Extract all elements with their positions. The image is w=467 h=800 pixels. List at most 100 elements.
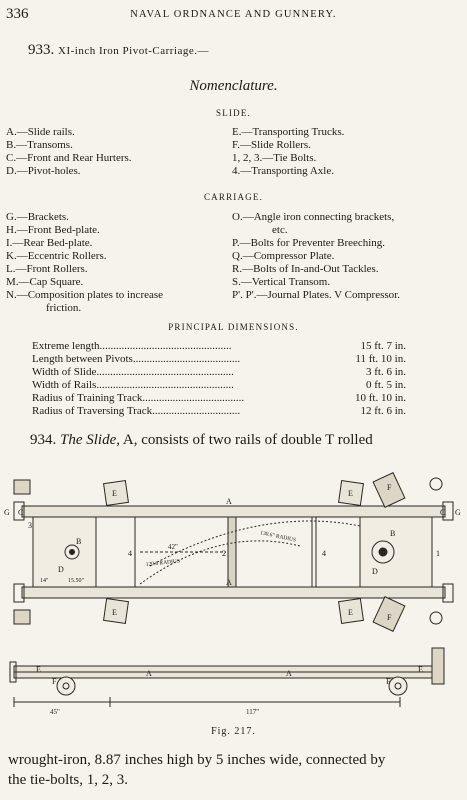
list-item: E.—Transporting Trucks. bbox=[232, 126, 345, 138]
slide-right-list: E.—Transporting Trucks. F.—Slide Rollers… bbox=[232, 126, 344, 178]
dim-label: Radius of Traversing Track..............… bbox=[32, 405, 241, 417]
dim-label: Width of Slide..........................… bbox=[32, 366, 234, 378]
label-42-in: 42" bbox=[168, 543, 178, 551]
label-c: C bbox=[18, 508, 23, 517]
label-f: F bbox=[52, 677, 57, 686]
label-a: A bbox=[226, 578, 232, 587]
front-hurter bbox=[431, 647, 445, 685]
label-a: A bbox=[226, 497, 232, 506]
list-item: I.—Rear Bed-plate. bbox=[6, 237, 93, 249]
front-transom bbox=[359, 516, 433, 588]
label-e: E bbox=[36, 665, 41, 674]
figure-caption: Fig. 217. bbox=[211, 726, 256, 737]
slide-rail-top bbox=[21, 505, 446, 518]
text-line: the tie-bolts, 1, 2, 3. bbox=[8, 772, 128, 788]
list-item: N.—Composition plates to increase bbox=[6, 289, 164, 301]
list-item: B.—Transoms. bbox=[6, 139, 73, 151]
label-4: 4 bbox=[128, 549, 132, 558]
label-14-in: 14" bbox=[40, 578, 49, 584]
carriage-left-list: G.—Brackets. H.—Front Bed-plate. I.—Rear… bbox=[6, 211, 163, 315]
label-e: E bbox=[348, 608, 353, 617]
plan-view: G C C G E E E E F F A A B B D D 3 4 2 4 … bbox=[4, 471, 461, 633]
label-g-front: G bbox=[455, 508, 461, 517]
transporting-truck bbox=[103, 480, 364, 624]
list-item: P.—Bolts for Preventer Breeching. bbox=[232, 237, 386, 249]
dim-label: Extreme length..........................… bbox=[32, 340, 232, 352]
dim-value: 12 ft. 6 in. bbox=[360, 405, 406, 417]
training-radius-arc bbox=[149, 520, 361, 567]
label-a: A bbox=[146, 669, 152, 678]
carriage-heading: CARRIAGE. bbox=[203, 192, 264, 202]
text-line: wrought-iron, 8.87 inches high by 5 inch… bbox=[8, 752, 386, 768]
carriage-right-list: O.—Angle iron connecting brackets, etc. … bbox=[232, 211, 400, 302]
table-row: Width of Slide..........................… bbox=[32, 366, 406, 379]
table-row: Width of Rails..........................… bbox=[32, 379, 406, 392]
label-3: 3 bbox=[28, 521, 32, 530]
dimensions-table: Extreme length..........................… bbox=[32, 340, 406, 418]
pivot-hole-front bbox=[371, 540, 395, 564]
label-d: D bbox=[58, 565, 64, 574]
list-item: M.—Cap Square. bbox=[6, 276, 84, 288]
paragraph-934: 934. The Slide, A, consists of two rails… bbox=[30, 432, 373, 449]
tail-paragraph: wrought-iron, 8.87 inches high by 5 inch… bbox=[8, 750, 385, 790]
list-item: etc. bbox=[272, 224, 288, 236]
label-radius-130: 130.6" RADIUS bbox=[260, 530, 297, 543]
label-2: 2 bbox=[222, 549, 226, 558]
dim-value: 15 ft. 7 in. bbox=[360, 340, 406, 352]
label-45-in: 45" bbox=[50, 708, 60, 716]
label-e: E bbox=[112, 489, 117, 498]
label-g: G bbox=[4, 508, 10, 517]
slide-heading: SLIDE. bbox=[216, 108, 251, 118]
dim-value: 3 ft. 6 in. bbox=[365, 366, 406, 378]
label-radius-120: 120.6 RADIUS bbox=[146, 558, 181, 568]
label-f: F bbox=[387, 483, 392, 492]
table-row: Extreme length..........................… bbox=[32, 340, 406, 353]
label-b: B bbox=[390, 529, 395, 538]
section-title-text: XI-inch Iron Pivot-Carriage.— bbox=[58, 45, 210, 57]
list-item: O.—Angle iron connecting brackets, bbox=[232, 211, 395, 223]
dim-value: 0 ft. 5 in. bbox=[365, 379, 406, 391]
slide-left-list: A.—Slide rails. B.—Transoms. C.—Front an… bbox=[6, 126, 132, 178]
label-15-in: 15.50" bbox=[68, 578, 85, 584]
nomenclature-heading: Nomenclature. bbox=[189, 78, 278, 94]
label-b: B bbox=[76, 537, 81, 546]
list-item: H.—Front Bed-plate. bbox=[6, 224, 100, 236]
label-4: 4 bbox=[322, 549, 326, 558]
list-item: P'. P'.—Journal Plates. V Compressor. bbox=[232, 289, 400, 301]
table-row: Radius of Training Track................… bbox=[32, 392, 406, 405]
dim-value: 11 ft. 10 in. bbox=[355, 353, 406, 365]
label-f: F bbox=[387, 613, 392, 622]
dim-label: Width of Rails..........................… bbox=[32, 379, 234, 391]
pivot-hole-rear bbox=[64, 544, 80, 560]
section-title: 933. XI-inch Iron Pivot-Carriage.— bbox=[28, 42, 209, 59]
traversing-radius-arc bbox=[139, 540, 301, 585]
page-number: 336 bbox=[6, 6, 29, 22]
dim-label: Length between Pivots...................… bbox=[32, 353, 241, 365]
label-c-front: C bbox=[440, 508, 445, 517]
dim-value: 10 ft. 10 in. bbox=[354, 392, 406, 404]
elevation-wheel bbox=[56, 676, 408, 696]
table-row: Length between Pivots...................… bbox=[32, 353, 406, 366]
dimensions-heading: PRINCIPAL DIMENSIONS. bbox=[168, 322, 299, 332]
label-d: D bbox=[372, 567, 378, 576]
label-1: 1 bbox=[436, 549, 440, 558]
label-e: E bbox=[348, 489, 353, 498]
vertical-transom bbox=[227, 516, 237, 588]
slide-rail-bottom bbox=[21, 586, 446, 599]
label-117-in: 117" bbox=[246, 708, 259, 716]
list-item: K.—Eccentric Rollers. bbox=[6, 250, 107, 262]
label-f: F bbox=[386, 677, 391, 686]
list-item: L.—Front Rollers. bbox=[6, 263, 88, 275]
list-item: D.—Pivot-holes. bbox=[6, 165, 81, 177]
label-a: A bbox=[286, 669, 292, 678]
para-number: 934. bbox=[30, 432, 57, 448]
list-item: F.—Slide Rollers. bbox=[232, 139, 311, 151]
list-item: S.—Vertical Transom. bbox=[232, 276, 331, 288]
running-title: NAVAL ORDNANCE AND GUNNERY. bbox=[130, 9, 337, 20]
list-item: A.—Slide rails. bbox=[6, 126, 75, 138]
list-item: 1, 2, 3.—Tie Bolts. bbox=[232, 152, 317, 164]
list-item: friction. bbox=[46, 302, 82, 314]
elevation-view: A A E E F F 45" 117" bbox=[9, 647, 445, 716]
list-item: C.—Front and Rear Hurters. bbox=[6, 152, 132, 164]
list-item: R.—Bolts of In-and-Out Tackles. bbox=[232, 263, 379, 275]
